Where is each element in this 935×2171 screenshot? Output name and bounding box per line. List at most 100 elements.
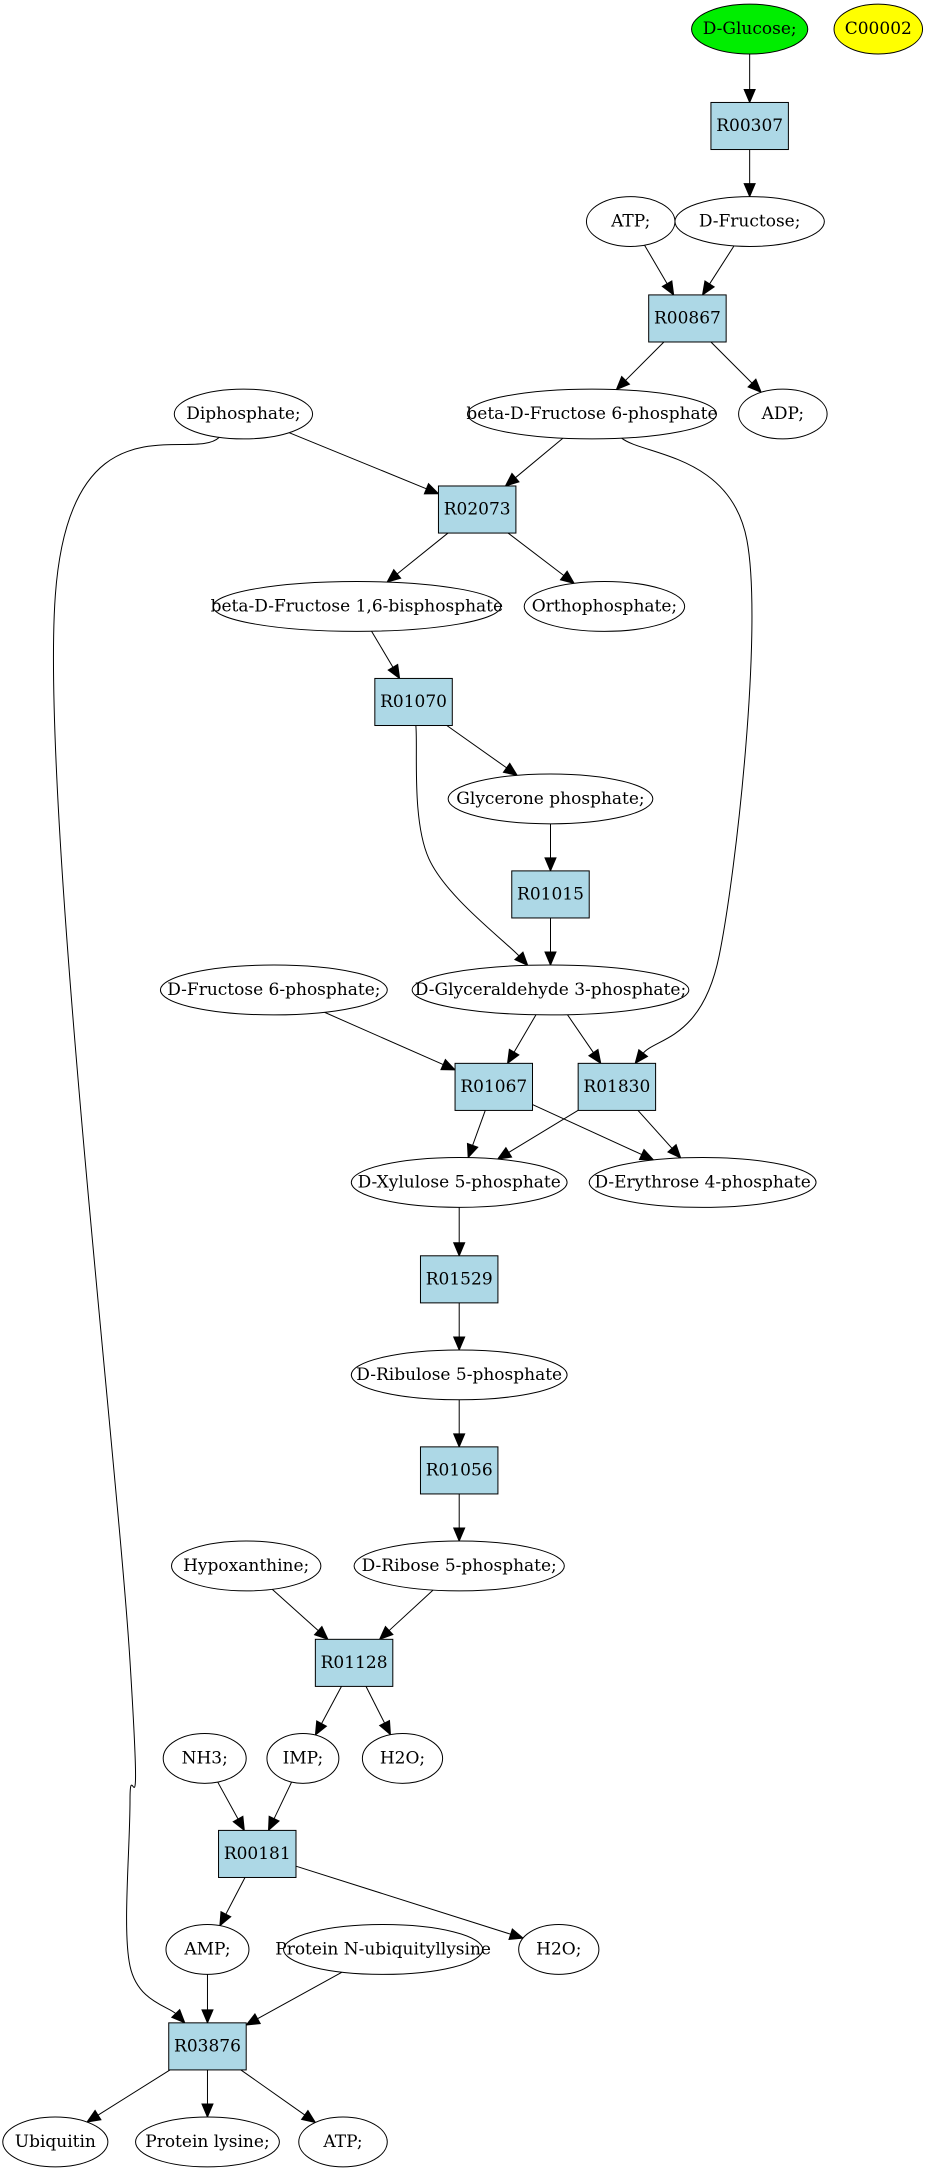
- edge-df6p-to-r01067-arrowhead: [440, 1058, 457, 1071]
- edge-amp-to-r03876-arrowhead: [201, 2009, 214, 2025]
- node-label: ATP;: [610, 212, 650, 232]
- compound-node-h2o1[interactable]: H2O;: [361, 1732, 444, 1784]
- edge-r03876-to-ubiquitin-line: [96, 2069, 171, 2117]
- compound-node-h2o2[interactable]: H2O;: [518, 1924, 600, 1975]
- compound-node-c00002[interactable]: C00002: [833, 3, 924, 55]
- edge-r01070-to-glycerone-line: [446, 725, 508, 769]
- edge-r01529-to-dru5p: [452, 1302, 466, 1352]
- reaction-node-r01128[interactable]: R01128: [314, 1638, 394, 1687]
- compound-node-proteinlysine[interactable]: Protein lysine;: [135, 2116, 280, 2168]
- reaction-node-r02073[interactable]: R02073: [437, 485, 517, 534]
- reaction-node-r00307[interactable]: R00307: [710, 101, 789, 151]
- edges-layer: [52, 53, 763, 2124]
- compound-ellipse: [171, 1540, 322, 1592]
- reaction-box: [168, 2022, 247, 2071]
- compound-node-atp2[interactable]: ATP;: [298, 2116, 388, 2168]
- compound-node-glycerone[interactable]: Glycerone phosphate;: [447, 773, 654, 825]
- compound-node-de4p[interactable]: D-Erythrose 4-phosphate: [588, 1156, 817, 1208]
- compound-node-dglucose[interactable]: D-Glucose;: [691, 3, 809, 55]
- compound-node-dfructose[interactable]: D-Fructose;: [674, 196, 825, 247]
- reaction-node-r00867[interactable]: R00867: [648, 294, 727, 343]
- reaction-box: [648, 294, 727, 343]
- reaction-box: [577, 1062, 657, 1111]
- compound-node-bdf16bp[interactable]: beta-D-Fructose 1,6-bisphosphate: [211, 581, 503, 632]
- compound-node-diphosphate[interactable]: Diphosphate;: [173, 388, 314, 440]
- reaction-box: [437, 485, 517, 534]
- node-label: D-Erythrose 4-phosphate: [594, 1172, 810, 1192]
- edge-dg3p-to-r01067: [506, 1014, 537, 1065]
- edge-r01067-to-dx5p-arrowhead: [466, 1142, 479, 1159]
- node-label: D-Glucose;: [703, 19, 797, 39]
- edge-diphosphate-to-r02073-line: [288, 432, 428, 490]
- edge-bdf6p-to-r01830-line: [621, 437, 753, 1055]
- edge-r01015-to-dg3p-arrowhead: [544, 951, 557, 967]
- node-label: R01529: [426, 1269, 493, 1289]
- reaction-node-r01529[interactable]: R01529: [419, 1255, 499, 1304]
- compound-node-bdf6p[interactable]: beta-D-Fructose 6-phosphate: [466, 388, 718, 440]
- compound-node-imp[interactable]: IMP;: [266, 1732, 340, 1784]
- edge-r01070-to-dg3p-line: [415, 725, 520, 957]
- edge-r00181-to-amp-line: [224, 1877, 246, 1916]
- edge-r01128-to-imp-line: [320, 1686, 342, 1725]
- node-label: H2O;: [536, 1939, 581, 1959]
- edge-r00867-to-bdf6p-arrowhead: [615, 375, 631, 391]
- edge-r01067-to-de4p: [532, 1104, 655, 1161]
- compound-node-ubiquitin[interactable]: Ubiquitin: [2, 2116, 109, 2168]
- compound-ellipse: [674, 196, 825, 247]
- node-label: Orthophosphate;: [532, 596, 677, 616]
- compound-node-nh3[interactable]: NH3;: [162, 1732, 247, 1784]
- node-label: beta-D-Fructose 1,6-bisphosphate: [211, 596, 503, 616]
- reaction-node-r01015[interactable]: R01015: [511, 870, 590, 919]
- edge-dg3p-to-r01067-line: [513, 1014, 537, 1054]
- compound-node-dr5p[interactable]: D-Ribose 5-phosphate;: [353, 1540, 565, 1592]
- edge-hypoxanthine-to-r01128-arrowhead: [313, 1625, 329, 1641]
- edge-diphosphate-to-r03876-arrowhead: [170, 2008, 186, 2024]
- compound-node-dg3p[interactable]: D-Glyceraldehyde 3-phosphate;: [411, 964, 690, 1016]
- compound-node-amp[interactable]: AMP;: [165, 1924, 250, 1975]
- node-label: Protein N-ubiquityllysine: [275, 1939, 491, 1959]
- compound-node-adp[interactable]: ADP;: [738, 388, 828, 440]
- reaction-node-r00181[interactable]: R00181: [218, 1829, 297, 1878]
- edge-dx5p-to-r01529: [452, 1207, 466, 1258]
- edge-hypoxanthine-to-r01128: [271, 1588, 329, 1641]
- edge-r01128-to-h2o1-arrowhead: [378, 1719, 392, 1736]
- edge-r01067-to-de4p-line: [532, 1104, 643, 1156]
- reaction-node-r03876[interactable]: R03876: [168, 2022, 247, 2071]
- reaction-box: [419, 1446, 499, 1495]
- node-label: D-Fructose 6-phosphate;: [167, 980, 380, 1000]
- edge-r00181-to-h2o2-arrowhead: [508, 1928, 525, 1941]
- edge-dfructose-to-r00867: [701, 245, 735, 296]
- edge-r01067-to-de4p-arrowhead: [638, 1148, 655, 1161]
- compound-node-hypoxanthine[interactable]: Hypoxanthine;: [171, 1540, 322, 1592]
- compound-ellipse: [353, 1540, 565, 1592]
- compound-node-df6p[interactable]: D-Fructose 6-phosphate;: [159, 964, 388, 1016]
- node-label: R01067: [460, 1077, 527, 1097]
- node-label: H2O;: [380, 1748, 425, 1768]
- edge-r01529-to-dru5p-arrowhead: [452, 1336, 466, 1352]
- compound-ellipse: [833, 3, 924, 55]
- compound-node-protnub[interactable]: Protein N-ubiquityllysine: [275, 1924, 491, 1975]
- node-label: ADP;: [761, 404, 804, 424]
- edge-diphosphate-to-r02073-arrowhead: [423, 482, 440, 495]
- edge-glycerone-to-r01015: [544, 823, 557, 873]
- edge-r01067-to-dx5p-line: [471, 1110, 486, 1147]
- edge-r03876-to-atp2: [240, 2069, 317, 2124]
- edge-protnub-to-r03876-line: [256, 1971, 343, 2020]
- edge-nh3-to-r00181-line: [217, 1781, 239, 1821]
- edge-imp-to-r00181: [267, 1781, 293, 1832]
- edge-dglucose-to-r00307-arrowhead: [743, 88, 756, 104]
- edge-r03876-to-proteinlysine-arrowhead: [201, 2103, 214, 2119]
- reaction-node-r01830[interactable]: R01830: [577, 1062, 657, 1111]
- reaction-node-r01070[interactable]: R01070: [374, 677, 453, 727]
- edge-diphosphate-to-r03876: [52, 436, 220, 2024]
- reaction-node-r01067[interactable]: R01067: [454, 1062, 534, 1111]
- compound-node-dx5p[interactable]: D-Xylulose 5-phosphate: [350, 1156, 568, 1208]
- compound-node-dru5p[interactable]: D-Ribulose 5-phosphate: [350, 1349, 568, 1401]
- reaction-node-r01056[interactable]: R01056: [419, 1446, 499, 1495]
- node-label: Glycerone phosphate;: [456, 789, 644, 809]
- compound-node-atp1[interactable]: ATP;: [585, 196, 676, 247]
- edge-r00307-to-dfructose: [743, 149, 756, 198]
- compound-node-orthophosphate[interactable]: Orthophosphate;: [523, 581, 686, 632]
- edge-r01128-to-h2o1: [365, 1686, 392, 1736]
